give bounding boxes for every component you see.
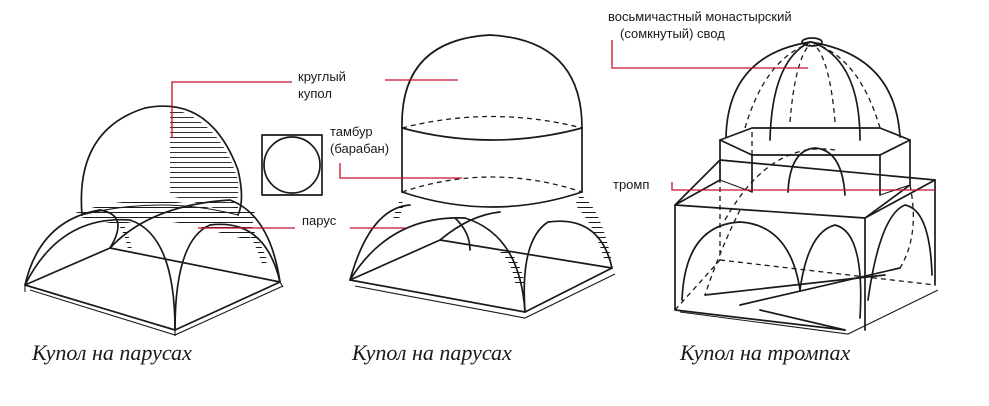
dome-shading: [170, 108, 239, 214]
figure-dome-on-pendentives-left: [24, 105, 284, 336]
octagon-drum-top: [719, 127, 911, 156]
label-squinch: тромп: [613, 177, 650, 192]
label-vault-line1: восьмичастный монастырский: [608, 9, 792, 24]
label-dome-round: круглый купол: [298, 68, 346, 102]
figure-dome-on-squinches: [674, 37, 939, 335]
plan-square-circle: [261, 134, 323, 196]
arch-left: [24, 209, 101, 286]
drum-base: [401, 191, 583, 208]
figure-dome-with-drum: [349, 34, 616, 319]
leader-dome: [171, 81, 292, 138]
arch-front-left: [349, 217, 526, 313]
pendentive-hatch: [70, 200, 255, 240]
arch-front-left: [24, 218, 176, 331]
cube-top: [674, 159, 936, 219]
vault-outline: [725, 41, 901, 138]
leader-drum: [339, 163, 462, 179]
label-drum: тамбур (барабан): [330, 123, 389, 157]
arch-front-right: [174, 223, 281, 331]
label-dome-round-line2: купол: [298, 86, 332, 101]
caption-right: Купол на тромпах: [680, 340, 851, 365]
label-drum-line2: (барабан): [330, 141, 390, 156]
label-vault-line2: (сомкнутый) свод: [620, 26, 725, 41]
leader-lines: [171, 40, 935, 229]
base-square: [24, 247, 281, 331]
label-dome-round-line1: круглый: [298, 69, 346, 84]
label-cloister-vault: восьмичастный монастырский (сомкнутый) с…: [608, 8, 792, 42]
label-drum-line1: тамбур: [330, 124, 373, 139]
caption-left: Купол на парусах: [32, 340, 192, 365]
caption-middle: Купол на парусах: [352, 340, 512, 365]
arch-side: [867, 204, 933, 301]
leader-vault: [611, 40, 808, 69]
dome-outline: [401, 34, 583, 129]
label-pendentive: парус: [302, 213, 337, 228]
arch-front-right: [523, 220, 613, 313]
arch-front: [681, 221, 801, 301]
drum-window-arch: [787, 147, 846, 196]
leader-squinch: [671, 182, 935, 191]
dome-outline: [80, 105, 243, 216]
vault-oculus: [801, 37, 823, 47]
base-square: [349, 239, 613, 313]
